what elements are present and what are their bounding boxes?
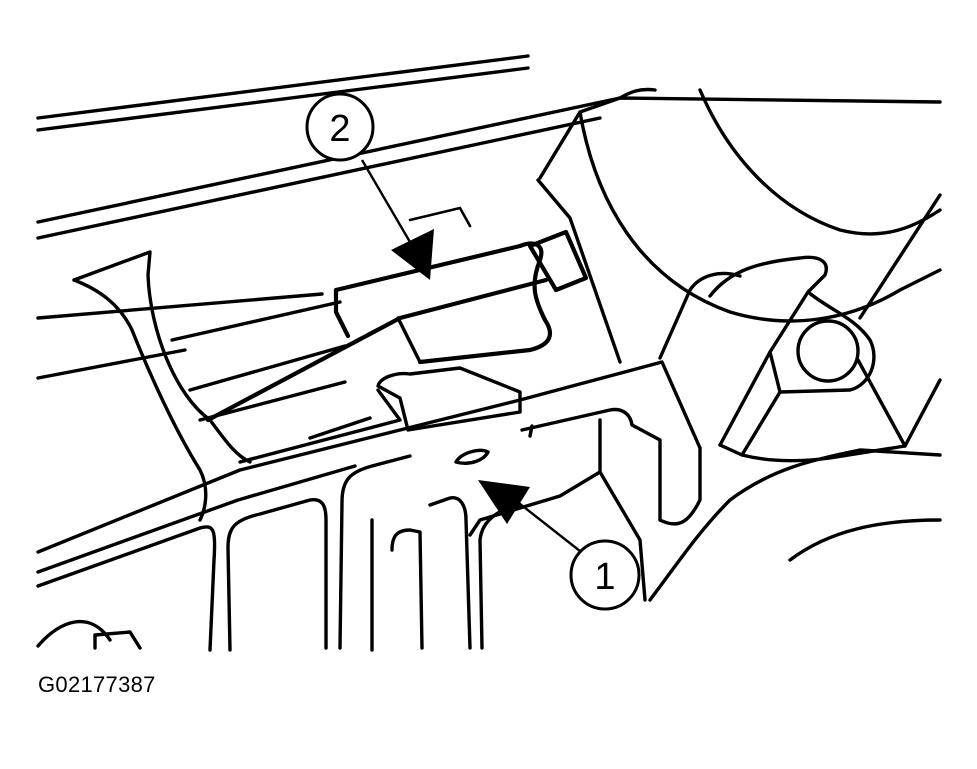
retaining-pin: [454, 448, 490, 465]
callout-number-2: 2: [329, 108, 350, 150]
lower-housing: [36, 360, 942, 652]
right-housing: [536, 87, 942, 463]
callout-2: 2: [305, 92, 434, 280]
callout-number-1: 1: [594, 556, 615, 598]
middle-rails: [36, 292, 347, 422]
upper-rails: [36, 54, 622, 240]
left-bracket: [72, 250, 252, 522]
callout-1: 1: [478, 480, 641, 611]
figure-id: G02177387: [38, 672, 156, 697]
release-lever: [205, 229, 589, 464]
small-tab: [408, 206, 472, 228]
